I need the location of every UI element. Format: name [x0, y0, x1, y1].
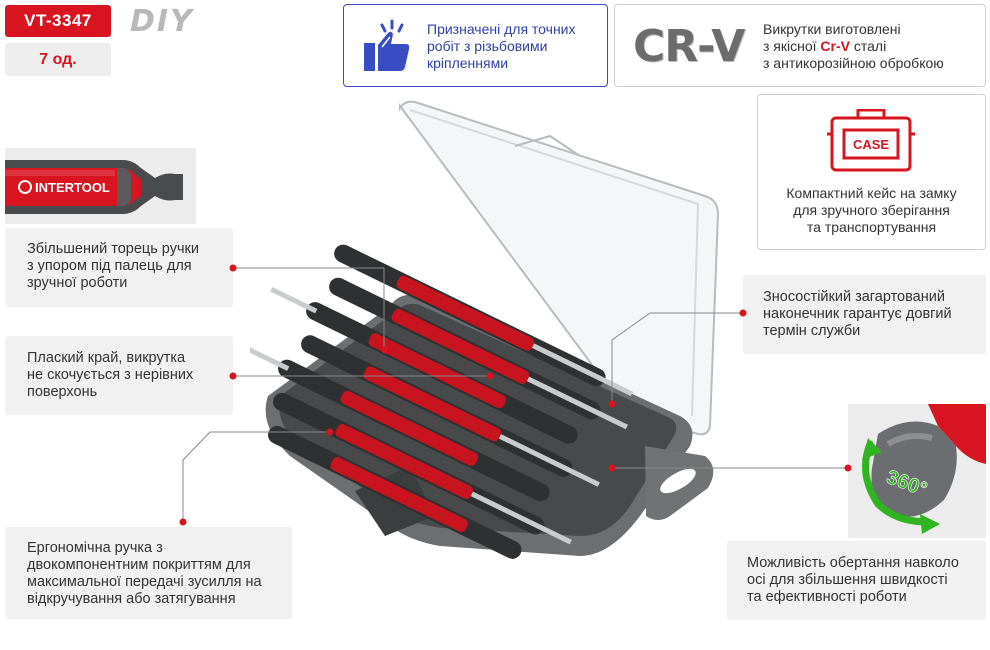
handle-end-panel: Збільшений торець ручки з упором під пал… [5, 228, 233, 307]
crv-text-line2: з якісної Cr-V сталі [763, 38, 983, 55]
tip-panel: Зносостійкий загартований наконечник гар… [743, 275, 986, 354]
quantity-badge: 7 од. [5, 43, 111, 76]
case-text: Компактний кейс на замку для зручного зб… [786, 185, 957, 235]
rotation-panel: Можливість обертання навколо осі для збі… [727, 541, 986, 620]
crv-text: Викрутки виготовлені з якісної Cr-V стал… [763, 21, 983, 72]
crv-feature-box: CR-V Викрутки виготовлені з якісної Cr-V… [614, 4, 986, 87]
screwdriver-set-case-image [250, 100, 720, 559]
rotation-closeup-image: 360° [848, 404, 986, 538]
thumbs-up-icon [364, 19, 410, 71]
case-icon: CASE [827, 109, 915, 172]
case-feature-box: CASE Компактний кейс на замку для зручно… [757, 94, 986, 250]
crv-logo: CR-V [633, 21, 745, 72]
flat-edge-panel: Плаский край, викрутка не скочується з н… [5, 336, 233, 415]
screwdrivers-group [250, 244, 634, 559]
tip-text: Зносостійкий загартований наконечник гар… [763, 289, 952, 339]
crv-highlight: Cr-V [820, 38, 850, 54]
handle-end-text: Збільшений торець ручки з упором під пал… [27, 241, 199, 291]
crv-text-line1: Викрутки виготовлені [763, 21, 901, 37]
crv-text-line3: з антикорозійною обробкою [763, 55, 944, 71]
crv-text-line2-pre: з якісної [763, 38, 821, 54]
ergonomic-text: Ергономічна ручка з двокомпонентним покр… [27, 540, 262, 607]
intertool-brand-text: INTERTOOL [35, 180, 110, 195]
flat-edge-text: Плаский край, викрутка не скочується з н… [27, 350, 194, 400]
rotation-text: Можливість обертання навколо осі для збі… [747, 555, 959, 605]
ergonomic-panel: Ергономічна ручка з двокомпонентним покр… [5, 527, 292, 619]
diy-series-logo: DIY [130, 4, 194, 39]
product-code-badge: VT-3347 [5, 5, 111, 37]
crv-text-line2-post: сталі [849, 38, 887, 54]
precision-text: Призначені для точних робіт з різьбовими… [427, 21, 576, 71]
callout-dot [179, 518, 187, 526]
case-icon-label: CASE [853, 137, 889, 152]
handle-closeup-image: INTERTOOL [5, 148, 196, 224]
precision-feature-box: Призначені для точних робіт з різьбовими… [343, 4, 608, 87]
